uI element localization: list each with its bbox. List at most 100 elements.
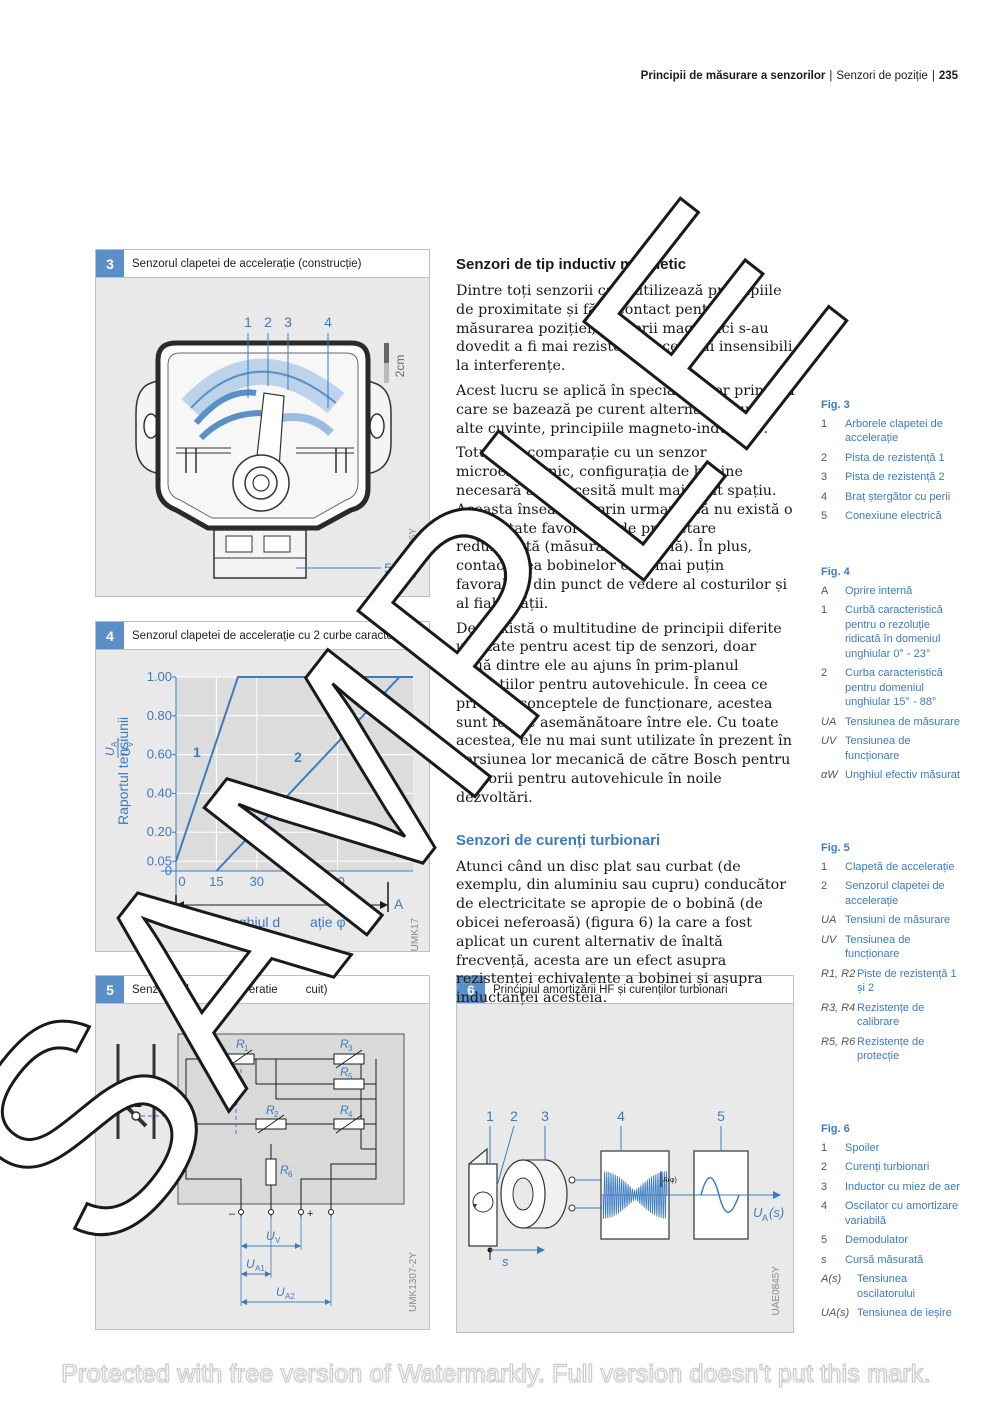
fig6-callout-3: 3 xyxy=(541,1108,549,1124)
x-tick-label: 0 xyxy=(178,874,185,889)
running-header: Principii de măsurare a senzorilor|Senzo… xyxy=(640,70,958,82)
curve-1 xyxy=(175,676,413,862)
label-r1-sub: 1 xyxy=(244,1044,249,1053)
label-ua2: U xyxy=(276,1285,285,1299)
stop-label-left: A xyxy=(158,896,168,912)
fig6-output-label-sub: A xyxy=(762,1213,768,1223)
figure-5-circuit: 1 2 R 1 R 3 R 5 R 2 R 4 R 6 – + U V U A1… xyxy=(96,1004,429,1329)
label-r2: R xyxy=(266,1103,275,1117)
label-r4-sub: 4 xyxy=(348,1110,353,1119)
heading-inductive-magnetic: Senzori de tip inductiv magnetic xyxy=(456,256,687,273)
fig6-output-label-tail: (s) xyxy=(769,1205,784,1220)
legend-fig4-title: Fig. 4 xyxy=(821,566,850,578)
x-axis-label: Unghiul d xyxy=(221,914,280,930)
legend-fig3-title: Fig. 3 xyxy=(821,399,850,411)
header-section: Principii de măsurare a senzorilor xyxy=(640,70,826,82)
fig3-callout-2: 2 xyxy=(264,314,272,330)
y-fraction-numerator: U xyxy=(103,747,117,756)
figure-6-header: 6 Principiul amortizării HF și curențilo… xyxy=(457,976,793,1004)
fig6-callout-1: 1 xyxy=(486,1108,494,1124)
y-tick-label: 0.80 xyxy=(147,708,172,723)
terminal-plus: + xyxy=(307,1208,313,1220)
fig5-code: UMK1307-2Y xyxy=(408,1252,419,1313)
label-r6: R xyxy=(280,1163,289,1177)
page-number: 235 xyxy=(938,70,958,82)
figure-6-number: 6 xyxy=(457,976,485,1003)
x-axis-label-end: ație φ xyxy=(310,914,346,930)
fig3-callout-3: 3 xyxy=(284,314,292,330)
fig3-code: UMK1306Y xyxy=(408,528,419,580)
fig6-code: UAE0845Y xyxy=(771,1266,782,1316)
figure-5-title-end: cuit) xyxy=(305,983,328,996)
fig6-s-label: s xyxy=(502,1254,509,1269)
label-ua1-sub: A1 xyxy=(255,1264,265,1273)
fig5-node-2: 2 xyxy=(163,1175,171,1191)
fig3-callout-1: 1 xyxy=(244,314,252,330)
legend-item: A(s)Tensiunea oscilatorului xyxy=(821,1273,916,1300)
y-tick-label: 0.60 xyxy=(147,747,172,762)
y-fraction-denominator: U xyxy=(119,747,133,756)
y-fraction-denominator-sub: V xyxy=(126,741,135,747)
paragraph-3: Totuși, în comparație cu un senzor micro… xyxy=(456,445,793,612)
figure-6-drawing: A(φ) 1 2 3 4 5 s U A (s) xyxy=(457,1004,793,1332)
figure-4-title: Senzorul clapetei de accelerație cu 2 cu… xyxy=(132,629,423,642)
header-subsection: Senzori de poziție xyxy=(836,70,928,82)
throttle-sensor-circuit-diagram: 1 2 R 1 R 3 R 5 R 2 R 4 R 6 – + U V U A1… xyxy=(116,1033,405,1306)
label-r3: R xyxy=(340,1037,349,1051)
figure-3-title: Senzorul clapetei de accelerație (constr… xyxy=(132,257,362,270)
fig6-callout-5: 5 xyxy=(717,1108,725,1124)
paragraph-5: Atunci când un disc plat sau curbat (de … xyxy=(456,858,787,1007)
y-tick-label: 0.20 xyxy=(147,824,172,839)
y-tick-label: 0.40 xyxy=(147,785,172,800)
terminal-minus: – xyxy=(229,1208,236,1220)
figure-3-drawing: 1 2 3 4 5 2cm UMK1306Y xyxy=(96,278,429,596)
legend-item: UA(s)Tensiunea de ieșire xyxy=(821,1307,952,1319)
oscillator-amplitude-label: A(φ) xyxy=(663,1177,677,1184)
paragraph-2: Acest lucru se aplică în special acelor … xyxy=(456,382,795,437)
stop-label-right: A xyxy=(394,896,404,912)
y-fraction-numerator-sub: A xyxy=(110,741,119,747)
legend-fig6-title: Fig. 6 xyxy=(821,1123,850,1135)
figure-4-number: 4 xyxy=(96,622,124,649)
y-tick-label: 1.00 xyxy=(147,669,172,684)
label-r5-sub: 5 xyxy=(348,1072,353,1081)
figure-5-title-start: Senzorul cl xyxy=(132,983,189,996)
label-r2-sub: 2 xyxy=(274,1110,279,1119)
figure-3-header: 3 Senzorul clapetei de accelerație (cons… xyxy=(96,250,429,278)
figure-3-number: 3 xyxy=(96,250,124,277)
paragraph-1: Dintre toți senzorii care utilizează pri… xyxy=(456,283,793,375)
fig6-callout-4: 4 xyxy=(617,1108,625,1124)
paragraph-4: Deși există o multitudine de principii d… xyxy=(456,620,792,806)
fig4-code: UMK17 xyxy=(410,918,421,952)
label-ua1: U xyxy=(246,1257,255,1271)
label-uv: U xyxy=(266,1229,275,1243)
fig5-node-1: 1 xyxy=(134,1094,142,1110)
y-tick-label: 0.05 xyxy=(147,853,172,868)
eddy-current-principle-diagram: A(φ) 1 2 3 4 5 s U A (s) xyxy=(468,1108,784,1269)
label-r4: R xyxy=(340,1103,349,1117)
figure-3: 3 Senzorul clapetei de accelerație (cons… xyxy=(95,249,430,597)
